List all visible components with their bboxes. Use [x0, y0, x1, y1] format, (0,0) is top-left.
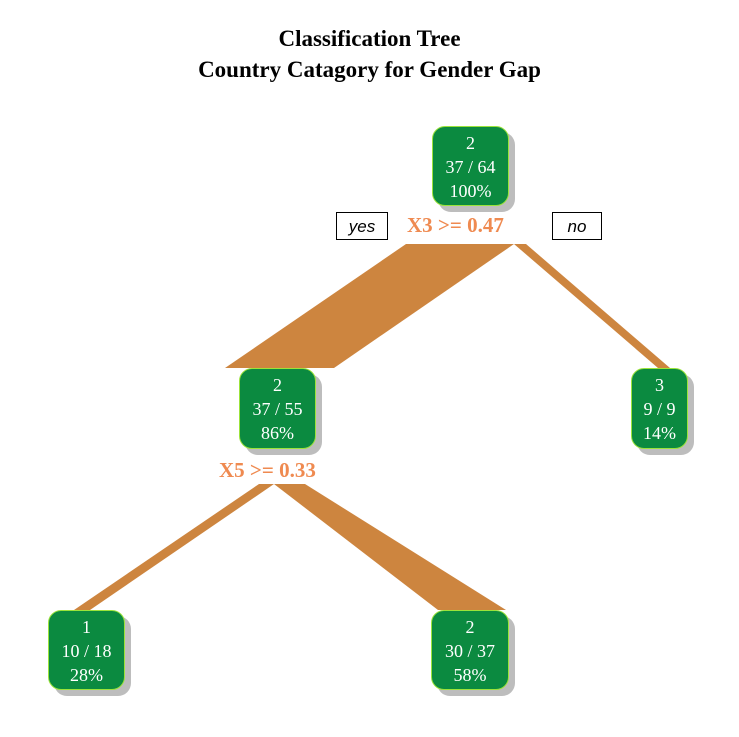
- node-class: 3: [655, 375, 664, 395]
- edge-label-yes: yes: [336, 212, 388, 240]
- chart-title: Classification Tree: [278, 26, 461, 51]
- node-percent: 86%: [261, 423, 294, 443]
- node-counts: 37 / 64: [445, 157, 496, 177]
- split-label-left: X5 >= 0.33: [219, 458, 316, 482]
- branch-root-right: [514, 244, 670, 368]
- branch-left-lr: [274, 484, 506, 610]
- node-class: 2: [273, 375, 282, 395]
- node-counts: 37 / 55: [252, 399, 303, 419]
- split-label-root: X3 >= 0.47: [407, 213, 504, 237]
- tree-node-right: 3 9 / 9 14%: [631, 368, 688, 449]
- node-counts: 10 / 18: [61, 641, 112, 661]
- tree-node-root: 2 37 / 64 100%: [432, 126, 509, 206]
- node-class: 1: [82, 617, 91, 637]
- node-percent: 14%: [643, 423, 676, 443]
- chart-subtitle: Country Catagory for Gender Gap: [198, 57, 541, 82]
- edge-label-no: no: [552, 212, 602, 240]
- node-class: 2: [465, 617, 475, 637]
- node-percent: 100%: [449, 181, 492, 201]
- tree-node-leaf-2: 2 30 / 37 58%: [431, 610, 509, 690]
- node-percent: 58%: [453, 665, 487, 685]
- branch-left-ll: [74, 484, 274, 610]
- node-counts: 30 / 37: [444, 641, 495, 661]
- node-counts: 9 / 9: [643, 399, 676, 419]
- branch-root-left: [225, 244, 514, 368]
- node-class: 2: [466, 133, 475, 153]
- node-percent: 28%: [70, 665, 103, 685]
- tree-node-left: 2 37 / 55 86%: [239, 368, 316, 449]
- tree-node-leaf-1: 1 10 / 18 28%: [48, 610, 125, 690]
